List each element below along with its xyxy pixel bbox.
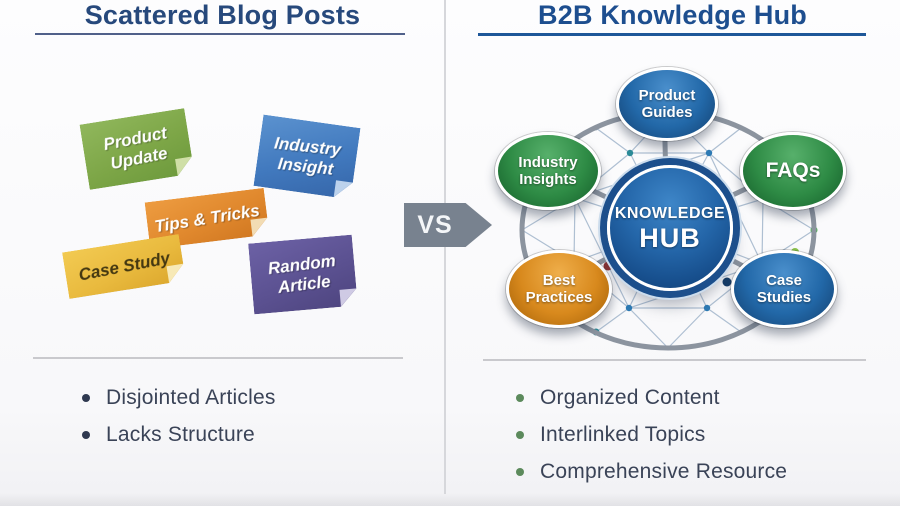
left-panel-title: Scattered Blog Posts	[84, 0, 361, 30]
vs-label: VS	[417, 210, 453, 239]
right-title-underline	[478, 33, 866, 36]
left-separator	[33, 357, 403, 359]
list-item: Interlinked Topics	[516, 423, 787, 447]
list-item: Disjointed Articles	[82, 386, 276, 410]
sticky-note-random-article: Random Article	[248, 235, 358, 315]
right-bullet-list: Organized Content Interlinked Topics Com…	[516, 386, 787, 484]
sticky-note-label: Industry Insight	[273, 134, 343, 179]
hub-label-line2: HUB	[639, 222, 701, 253]
list-item: Organized Content	[516, 386, 787, 410]
satellite-industry-insights: Industry Insights	[495, 132, 601, 210]
bullet-dot	[82, 431, 90, 439]
sticky-note-label: Product Update	[101, 123, 169, 174]
right-panel-title: B2B Knowledge Hub	[538, 0, 807, 30]
knowledge-hub-circle: KNOWLEDGE HUB	[607, 165, 733, 291]
bullet-text: Lacks Structure	[106, 423, 255, 446]
right-separator	[483, 359, 866, 361]
folded-corner-icon	[334, 180, 353, 199]
bullet-dot	[516, 468, 524, 476]
left-title-underline	[35, 33, 405, 35]
sticky-note-product-update: Product Update	[79, 108, 194, 190]
left-bullet-list: Disjointed Articles Lacks Structure	[82, 386, 276, 447]
sticky-note-label: Random Article	[266, 250, 337, 297]
folded-corner-icon	[339, 288, 357, 306]
satellite-product-guides: Product Guides	[616, 67, 718, 141]
folded-corner-icon	[250, 218, 269, 237]
satellite-label: Product Guides	[638, 86, 696, 121]
folded-corner-icon	[166, 264, 185, 283]
bullet-dot	[516, 394, 524, 402]
vs-arrow-badge: VS	[404, 203, 492, 247]
bullet-text: Disjointed Articles	[106, 386, 276, 409]
bullet-text: Comprehensive Resource	[540, 460, 788, 483]
bottom-edge	[0, 493, 900, 506]
satellite-best-practices: Best Practices	[506, 250, 612, 328]
hub-label-line1: KNOWLEDGE	[614, 204, 726, 222]
satellite-label: Industry Insights	[518, 153, 578, 188]
satellite-faqs: FAQs	[740, 132, 846, 210]
sticky-note-label: Tips & Tricks	[153, 200, 261, 236]
bullet-dot	[82, 394, 90, 402]
list-item: Lacks Structure	[82, 423, 276, 447]
satellite-label: Best Practices	[525, 271, 593, 306]
list-item: Comprehensive Resource	[516, 460, 787, 484]
bullet-text: Interlinked Topics	[540, 423, 706, 446]
bullet-dot	[516, 431, 524, 439]
satellite-case-studies: Case Studies	[731, 250, 837, 328]
satellite-label: Case Studies	[756, 271, 812, 306]
sticky-note-case-study: Case Study	[62, 234, 186, 299]
satellite-label: FAQs	[765, 158, 821, 182]
bullet-text: Organized Content	[540, 386, 720, 409]
folded-corner-icon	[175, 157, 194, 176]
sticky-note-label: Case Study	[76, 248, 172, 285]
sticky-note-industry-insight: Industry Insight	[253, 115, 360, 200]
vertical-divider	[444, 0, 446, 494]
